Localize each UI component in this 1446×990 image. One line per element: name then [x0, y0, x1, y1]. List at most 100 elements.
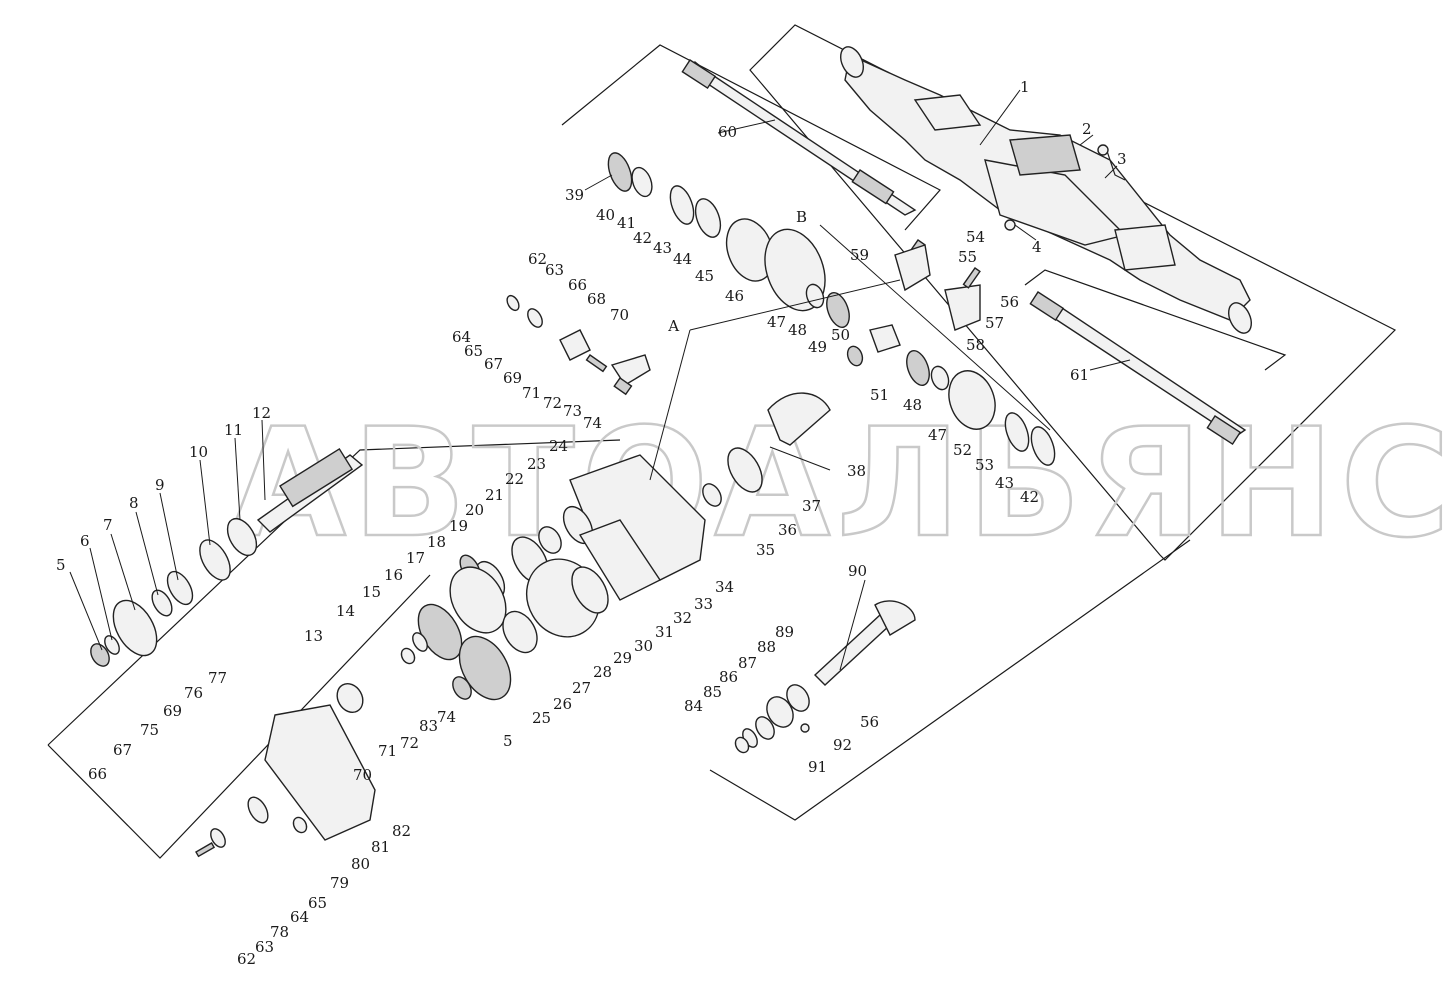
- frame-output-shaft: [709, 539, 1191, 821]
- callout-85: 85: [703, 683, 722, 701]
- callout-80: 80: [351, 855, 370, 873]
- callout-64b: 64: [290, 908, 309, 926]
- watermark: АВТОАЛЬЯНС: [230, 397, 1446, 571]
- callout-33: 33: [694, 595, 713, 613]
- callout-2: 2: [1082, 120, 1092, 138]
- callout-51: 51: [870, 386, 889, 404]
- callout-65b: 65: [308, 894, 327, 912]
- gear-train-and-housing: [336, 392, 831, 714]
- callout-82: 82: [392, 822, 411, 840]
- callout-62: 62: [528, 250, 547, 268]
- callout-39: 39: [565, 186, 584, 204]
- callout-81: 81: [371, 838, 390, 856]
- callout-10: 10: [189, 443, 208, 461]
- callout-15: 15: [362, 583, 381, 601]
- callout-30: 30: [634, 637, 653, 655]
- callout-43b: 43: [995, 474, 1014, 492]
- callout-16: 16: [384, 566, 403, 584]
- callout-71: 71: [522, 384, 541, 402]
- callout-52: 52: [953, 441, 972, 459]
- callout-7: 7: [103, 516, 113, 534]
- callout-89: 89: [775, 623, 794, 641]
- callout-77: 77: [208, 669, 227, 687]
- callout-11: 11: [224, 421, 243, 439]
- callout-88: 88: [757, 638, 776, 656]
- callout-28: 28: [593, 663, 612, 681]
- callout-72: 72: [543, 394, 562, 412]
- callout-60: 60: [718, 123, 737, 141]
- callout-24: 24: [549, 437, 568, 455]
- callout-48: 48: [788, 321, 807, 339]
- callout-67: 67: [484, 355, 503, 373]
- callout-86: 86: [719, 668, 738, 686]
- output-shaft-group: [734, 600, 916, 754]
- callout-34: 34: [715, 578, 734, 596]
- callout-13: 13: [304, 627, 323, 645]
- callout-23: 23: [527, 455, 546, 473]
- callout-64: 64: [452, 328, 471, 346]
- callout-4: 4: [1032, 238, 1042, 256]
- callout-55: 55: [958, 248, 977, 266]
- frame-axle-shaft-60: [561, 44, 941, 231]
- callout-56: 56: [1000, 293, 1019, 311]
- callout-63b: 63: [255, 938, 274, 956]
- callout-5b: 5: [503, 732, 513, 750]
- callout-17: 17: [406, 549, 425, 567]
- callout-50: 50: [831, 326, 850, 344]
- differential-side-components: [607, 152, 1056, 466]
- frame-axle-shaft-61: [1024, 269, 1287, 371]
- callout-65: 65: [464, 342, 483, 360]
- callout-42b: 42: [1020, 488, 1039, 506]
- callout-49: 49: [808, 338, 827, 356]
- front-cover: [195, 704, 376, 858]
- callout-59: 59: [850, 246, 869, 264]
- callout-66: 66: [568, 276, 587, 294]
- callout-8: 8: [129, 494, 139, 512]
- axle-housing: [839, 46, 1253, 334]
- callout-48b: 48: [903, 396, 922, 414]
- section-mark-b: В: [796, 208, 807, 226]
- callout-9: 9: [155, 476, 165, 494]
- callout-71b: 71: [378, 742, 397, 760]
- frame-axle-housing: [749, 24, 1397, 561]
- callout-27: 27: [572, 679, 591, 697]
- callout-68: 68: [587, 290, 606, 308]
- callout-90: 90: [848, 562, 867, 580]
- callout-43: 43: [653, 239, 672, 257]
- section-marks: А В: [668, 208, 807, 335]
- shift-fork-group: [506, 294, 651, 396]
- callout-66b: 66: [88, 765, 107, 783]
- callout-21: 21: [485, 486, 504, 504]
- callout-57: 57: [985, 314, 1004, 332]
- callout-76: 76: [184, 684, 203, 702]
- callout-72b: 72: [400, 734, 419, 752]
- callout-75: 75: [140, 721, 159, 739]
- callout-29: 29: [613, 649, 632, 667]
- callout-91: 91: [808, 758, 827, 776]
- callout-1: 1: [1020, 78, 1030, 96]
- callout-83: 83: [419, 717, 438, 735]
- callout-5: 5: [56, 556, 66, 574]
- callout-63: 63: [545, 261, 564, 279]
- callout-26: 26: [553, 695, 572, 713]
- callout-74b: 74: [437, 708, 456, 726]
- callout-labels: 1 2 3 4 5 6 7 8 9 10 11 12 13 14 15 16 1…: [56, 78, 1127, 968]
- callout-78: 78: [270, 923, 289, 941]
- callout-41: 41: [617, 214, 636, 232]
- callout-73: 73: [563, 402, 582, 420]
- callout-69b: 69: [163, 702, 182, 720]
- section-mark-a: А: [668, 317, 680, 335]
- callout-40: 40: [596, 206, 615, 224]
- callout-69: 69: [503, 369, 522, 387]
- callout-20: 20: [465, 501, 484, 519]
- callout-22: 22: [505, 470, 524, 488]
- axle-shaft-61: [1029, 291, 1247, 446]
- frame-main-drive-bottom: [47, 574, 431, 859]
- callout-19: 19: [449, 517, 468, 535]
- callout-53: 53: [975, 456, 994, 474]
- callout-47b: 47: [928, 426, 947, 444]
- callout-36: 36: [778, 521, 797, 539]
- callout-54: 54: [966, 228, 985, 246]
- callout-45: 45: [695, 267, 714, 285]
